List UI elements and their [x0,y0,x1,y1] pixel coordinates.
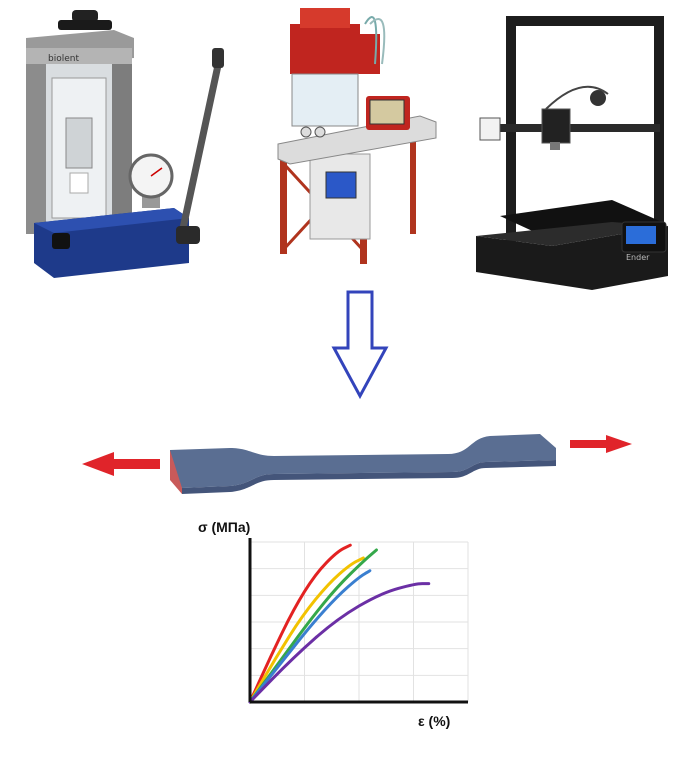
printer-lcd-icon [626,226,656,244]
hydraulic-press: biolent [14,8,234,278]
molder-screen-icon [325,171,357,199]
press-brand-label: biolent [48,54,79,64]
extruder-icon [541,108,571,144]
control-panel-icon [369,99,405,125]
chart-series-group [248,543,431,704]
series-curve-4 [248,569,372,704]
series-curve-5 [248,582,431,704]
down-arrow-icon [330,290,390,400]
press-wheel-icon [72,10,98,22]
injection-molding-machine [270,4,440,272]
pull-arrow-right-icon [570,435,632,453]
series-curve-2 [248,556,365,704]
3d-printer: Ender [472,14,672,290]
stress-strain-chart: σ (MПa) ε (%) [196,512,486,738]
tensile-specimen [78,408,638,500]
y-axis-label: σ (MПa) [198,519,250,535]
x-axis-label: ε (%) [418,713,450,729]
press-knob-icon [52,233,70,249]
printer-brand-label: Ender [626,253,650,262]
press-lever-icon [178,52,224,237]
pull-arrow-left-icon [82,452,160,476]
series-curve-1 [248,543,352,704]
qr-sticker-icon [479,117,501,141]
stress-strain-chart-svg: σ (MПa) ε (%) [198,519,469,729]
